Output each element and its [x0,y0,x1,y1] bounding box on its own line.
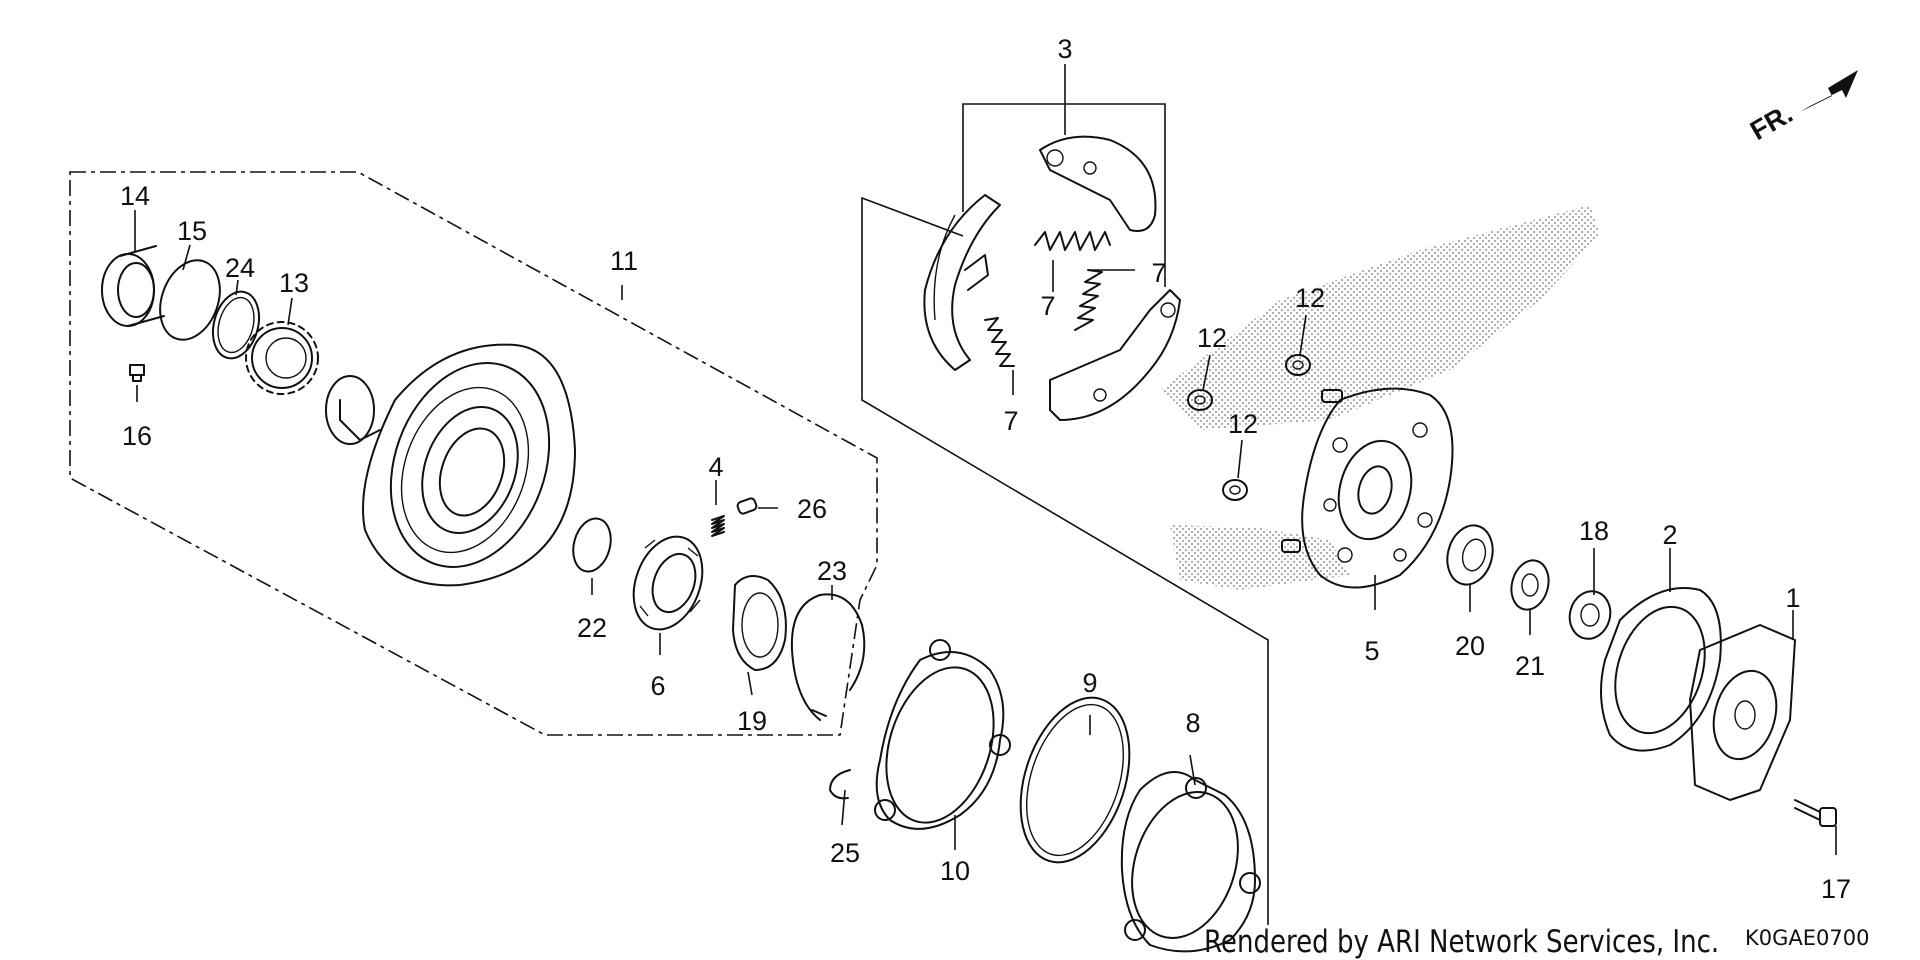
part-15-wire-ring [159,259,221,341]
part-6-cage [632,535,704,631]
part-13-gear [245,321,319,395]
callout-8: 8 [1185,708,1200,738]
part-25-clip [829,769,851,800]
callout-4: 4 [708,452,723,482]
callout-23: 23 [817,556,847,586]
callout-3: 3 [1057,34,1072,64]
callout-18: 18 [1579,516,1609,546]
callout-9: 9 [1082,668,1097,698]
part-21-washer [1510,559,1550,611]
callout-16: 16 [122,421,152,451]
part-12-roller-b [1285,354,1311,376]
callout-7b: 7 [1040,291,1055,321]
front-direction-arrow: FR. [1745,70,1858,146]
callout-25: 25 [830,838,860,868]
part-2-gasket [1600,587,1722,752]
callout-21: 21 [1515,651,1545,681]
part-26-roller [736,497,758,515]
part-23-snap-ring [790,593,866,721]
callout-12c: 12 [1228,409,1258,439]
part-8-gasket [1120,771,1261,953]
part-9-o-ring [1019,696,1131,864]
shading-area [1160,205,1600,430]
part-22-o-ring [572,517,612,573]
callout-22: 22 [577,613,607,643]
part-9-o-ring-inner [1026,703,1124,857]
part-11-clutch-outer [325,343,576,587]
group-bracket-8 [861,196,1269,925]
part-7-spring-a [1034,231,1111,251]
part-7-spring-b [1074,269,1103,331]
group-boundary-11 [69,171,878,736]
callout-13: 13 [279,268,309,298]
part-5-drive-plate [1281,387,1454,589]
callout-7c: 7 [1003,406,1018,436]
part-1-cover [1689,624,1796,801]
callout-2: 2 [1662,520,1677,550]
callout-15: 15 [177,216,207,246]
leader-lines [134,64,1837,855]
part-12-roller-a [1187,389,1213,411]
part-17-bolt [1794,799,1837,827]
part-10-gasket [874,639,1011,830]
callout-6: 6 [650,671,665,701]
callout-11: 11 [610,246,638,276]
callout-12b: 12 [1295,283,1325,313]
callout-24: 24 [225,253,255,283]
part-24-ring [211,290,261,360]
part-4-spring [711,515,725,537]
callout-12a: 12 [1197,323,1227,353]
part-16-bolt [129,364,145,382]
callout-5: 5 [1364,636,1379,666]
part-3-clutch-shoe-upper [1039,135,1157,232]
callout-labels: 1 2 3 4 5 6 7 7 7 8 9 10 11 12 12 12 13 … [120,34,1851,904]
part-19-plate [732,575,787,671]
part-14-one-way-clutch [101,245,165,327]
part-7-spring-c [984,317,1015,367]
front-direction-label: FR. [1745,98,1798,146]
callout-14: 14 [120,181,150,211]
part-3-clutch-shoe-lower [1049,289,1181,421]
part-3-clutch-shoe-left [923,194,1001,371]
callout-26: 26 [797,494,827,524]
part-18-nut [1568,590,1612,640]
callout-20: 20 [1455,631,1485,661]
callout-17: 17 [1821,874,1851,904]
group-bracket-3 [962,103,1166,287]
callout-7a: 7 [1151,258,1166,288]
callout-1: 1 [1785,583,1800,613]
diagram-code: K0GAE0700 [1745,926,1870,950]
shading-area [1170,525,1350,590]
part-12-roller-c [1222,479,1248,501]
callout-19: 19 [737,706,767,736]
part-20-nut [1446,524,1494,586]
rendered-by-credit: Rendered by ARI Network Services, Inc. [1204,924,1720,960]
callout-10: 10 [940,856,970,886]
